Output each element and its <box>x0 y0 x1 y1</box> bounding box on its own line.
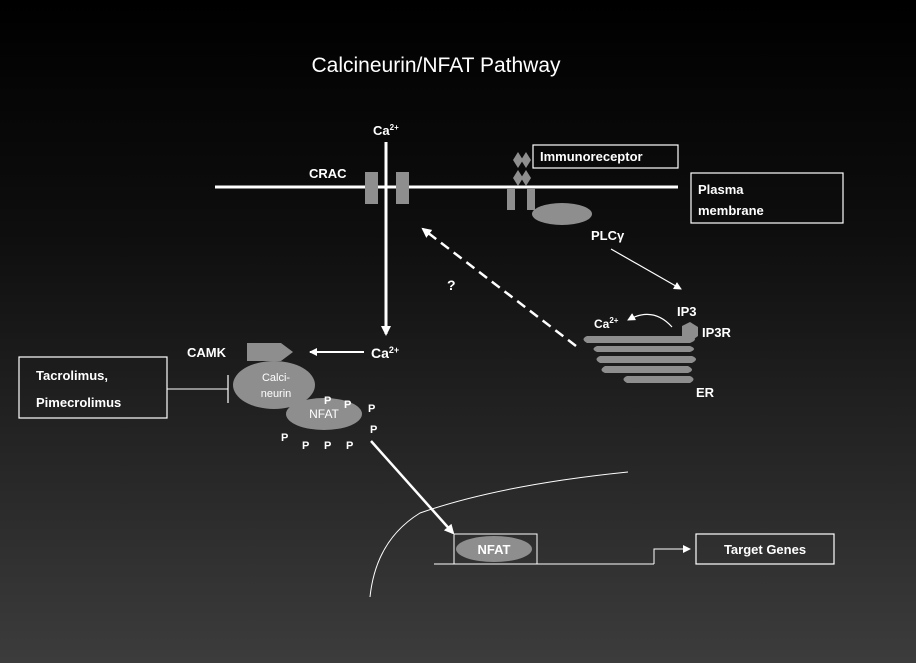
ip3r-label: IP3R <box>702 325 732 340</box>
ip3-receptor-shape <box>682 322 698 342</box>
crac-channel-left <box>365 172 378 204</box>
target-genes-box <box>695 533 835 565</box>
crac-label: CRAC <box>309 166 347 181</box>
phosphate-3: P <box>368 403 375 415</box>
phosphate-7: P <box>324 440 331 452</box>
diagram-title: Calcineurin/NFAT Pathway <box>312 54 561 77</box>
inhibitor-box <box>18 356 168 419</box>
crac-channel-right <box>396 172 409 204</box>
phosphate-8: P <box>346 440 353 452</box>
inhibitor-label-1: Tacrolimus, <box>36 368 108 383</box>
plasma-membrane-box <box>690 172 844 224</box>
nfat-nuclear-label: NFAT <box>478 542 511 557</box>
store-operated-entry-arrow <box>421 227 577 347</box>
transcription-start-arrow <box>653 545 691 564</box>
ca-er-label: Ca2+ <box>594 316 619 331</box>
calcineurin-label-1: Calci- <box>262 372 290 384</box>
plc-gamma-shape <box>532 203 592 225</box>
ca-mid-label: Ca2+ <box>371 345 399 361</box>
plasma-membrane-label-1: Plasma <box>698 182 744 197</box>
nuclear-envelope-curve <box>369 471 629 598</box>
ip3-label: IP3 <box>677 304 697 319</box>
immunoreceptor-box <box>532 144 679 169</box>
plc-to-ip3-arrow <box>610 248 682 290</box>
ca-top-label: Ca2+ <box>373 123 399 138</box>
phosphate-1: P <box>324 395 331 407</box>
calcineurin-shape <box>233 361 315 409</box>
phosphate-2: P <box>344 399 351 411</box>
camk-label: CAMK <box>187 345 227 360</box>
nuclear-translocation-arrow <box>370 440 455 535</box>
immunoreceptor-shape <box>507 152 535 210</box>
endoplasmic-reticulum-shape <box>583 336 696 383</box>
phosphate-6: P <box>302 440 309 452</box>
immunoreceptor-label: Immunoreceptor <box>540 149 643 164</box>
phosphate-4: P <box>370 424 377 436</box>
target-genes-label: Target Genes <box>724 542 806 557</box>
phosphate-5: P <box>281 432 288 444</box>
er-label: ER <box>696 385 715 400</box>
ca-release-arrow <box>627 313 673 328</box>
nfat-cytoplasmic-label: NFAT <box>309 407 339 421</box>
inhibitor-label-2: Pimecrolimus <box>36 395 121 410</box>
plasma-membrane-label-2: membrane <box>698 203 764 218</box>
nfat-nuclear-shape <box>456 536 532 562</box>
nfat-cytoplasmic-shape <box>286 398 362 430</box>
camk-shape <box>247 343 293 361</box>
plc-gamma-label: PLCγ <box>591 228 625 243</box>
unknown-link-label: ? <box>447 277 456 293</box>
calcineurin-label-2: neurin <box>261 388 292 400</box>
